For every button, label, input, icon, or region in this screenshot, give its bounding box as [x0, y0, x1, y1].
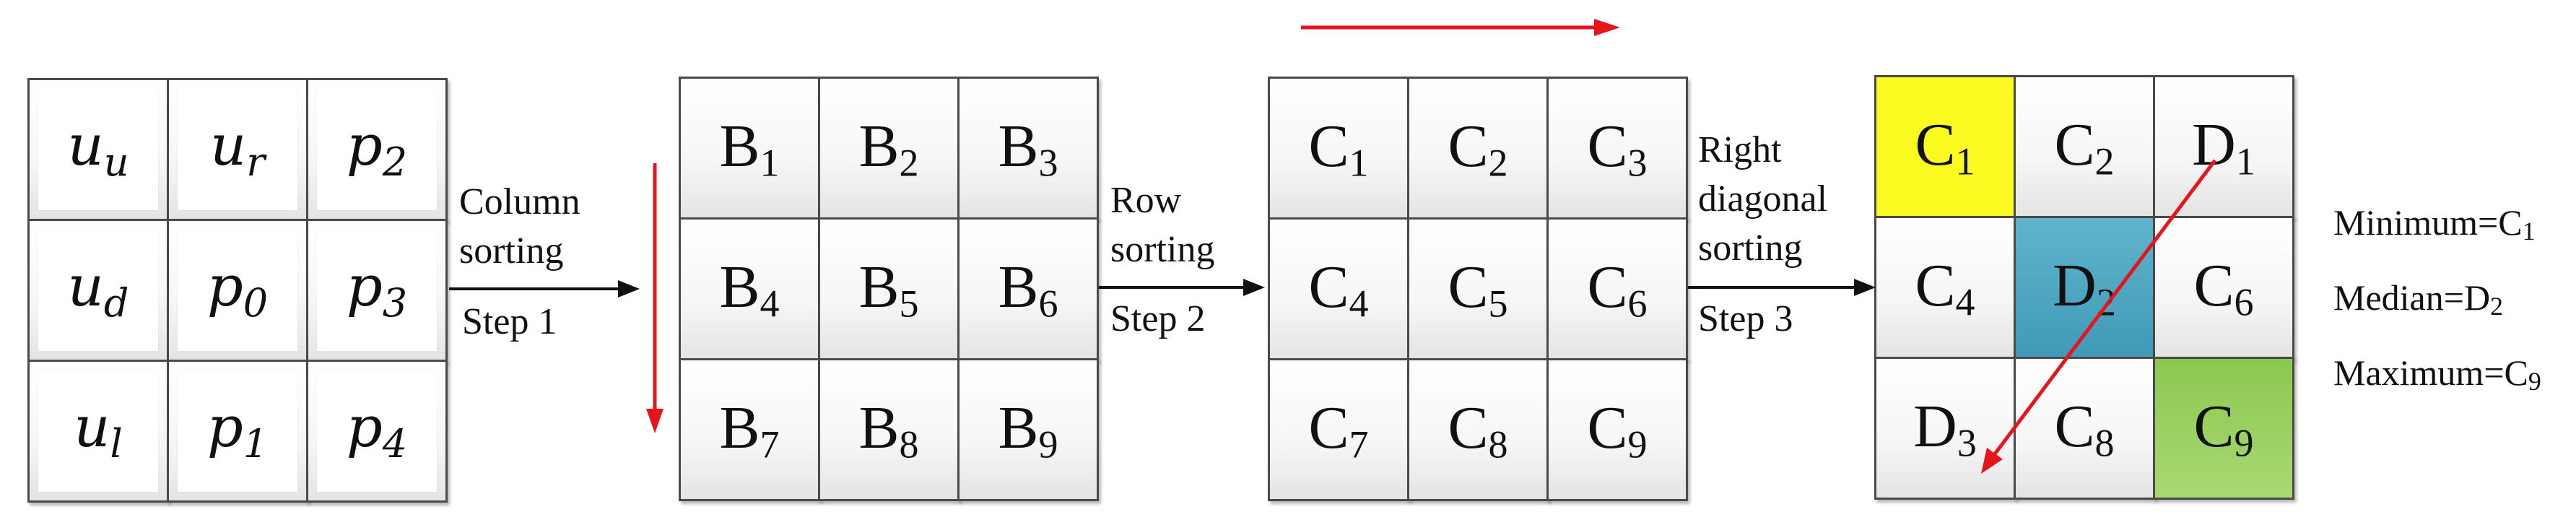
grid-a-cell: p0 — [167, 219, 308, 362]
column-sorted-grid: B1 B2 B3 B4 B5 B6 B7 B8 B9 — [679, 77, 1099, 503]
grid-a-cell: p3 — [306, 219, 448, 362]
grid-d-cell-maximum: C9 — [2153, 357, 2294, 500]
grid-b-cell: B6 — [957, 217, 1099, 360]
grid-d-cell: C2 — [2014, 75, 2155, 218]
grid-a-cell: p1 — [167, 360, 308, 503]
grid-b-cell: B5 — [818, 217, 960, 360]
row-sorted-grid: C1 C2 C3 C4 C5 C6 C7 C8 C9 — [1268, 77, 1688, 503]
grid-b-cell: B8 — [818, 358, 960, 501]
step3-label: Right diagonal sorting — [1698, 129, 1828, 269]
maximum-result: Maximum=C9 — [2333, 352, 2541, 396]
grid-a-cell: p4 — [306, 360, 448, 503]
grid-c-cell: C7 — [1268, 358, 1409, 501]
grid-b-cell: B3 — [957, 77, 1099, 220]
grid-b-cell: B4 — [679, 217, 820, 360]
grid-b-cell: B2 — [818, 77, 960, 220]
step3-number: Step 3 — [1698, 298, 1793, 339]
input-window-grid: uu ur p2 ud p0 p3 ul p1 p4 — [27, 78, 448, 504]
grid-c-cell: C9 — [1546, 358, 1688, 501]
grid-a-cell: ur — [167, 78, 308, 221]
step1-label: Column sorting — [459, 181, 580, 272]
step3-arrow — [1688, 279, 1876, 296]
grid-d-cell: C8 — [2014, 357, 2155, 500]
step2-arrow — [1099, 279, 1265, 296]
diagonal-sort-direction-arrow — [1981, 159, 2216, 474]
grid-b-cell: B7 — [679, 358, 820, 501]
grid-c-cell: C2 — [1407, 77, 1549, 220]
step2-label: Row sorting — [1110, 180, 1215, 270]
grid-b-cell: B9 — [957, 358, 1099, 501]
grid-d-cell-minimum: C1 — [1874, 75, 2016, 218]
row-sort-direction-arrow — [1301, 19, 1620, 36]
minimum-result: Minimum=C1 — [2333, 202, 2536, 246]
diagonal-sorted-grid: C1 C2 D1 C4 D2 C6 D3 C8 C9 — [1874, 75, 2294, 501]
result-summary: Minimum=C1 Median=D2 Maximum=C9 — [2333, 189, 2541, 415]
step2-number: Step 2 — [1110, 298, 1206, 339]
grid-d-cell: C6 — [2153, 216, 2294, 359]
grid-c-cell: C3 — [1546, 77, 1688, 220]
grid-c-cell: C1 — [1268, 77, 1409, 220]
grid-c-cell: C5 — [1407, 217, 1549, 360]
grid-a-cell: uu — [27, 78, 169, 221]
grid-d-cell: D1 — [2153, 75, 2294, 218]
grid-c-cell: C6 — [1546, 217, 1688, 360]
step1-number: Step 1 — [462, 301, 557, 342]
column-sort-direction-arrow — [646, 163, 663, 433]
step1-arrow — [449, 280, 640, 298]
grid-a-cell: ud — [27, 219, 169, 362]
median-result: Median=D2 — [2333, 277, 2504, 321]
